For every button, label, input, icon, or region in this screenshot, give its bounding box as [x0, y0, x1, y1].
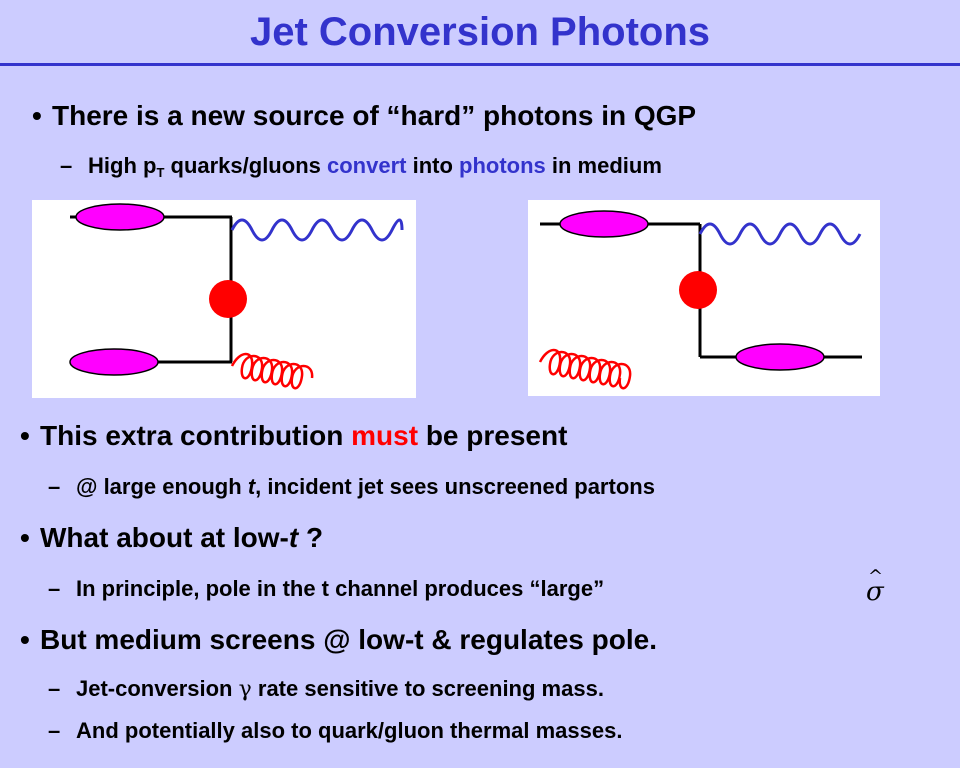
dash-marker: –	[48, 676, 61, 701]
dash-marker: –	[48, 474, 61, 499]
subbullet-high-pt: –High pT quarks/gluons convert into phot…	[60, 153, 662, 180]
feynman-diagram-2	[528, 200, 880, 396]
bullet-marker: •	[20, 522, 30, 553]
photon-wave	[698, 222, 862, 246]
sigma-hat-symbol: ^ σ	[862, 566, 902, 611]
highlight-must: must	[351, 420, 419, 451]
gluon-spring	[230, 352, 314, 390]
subbullet-thermal-masses: –And potentially also to quark/gluon the…	[48, 718, 623, 743]
subbullet-pole: –In principle, pole in the t channel pro…	[48, 576, 605, 601]
bullet-marker: •	[32, 100, 42, 131]
vertex-dot	[209, 280, 247, 318]
bullet-extra-contribution: •This extra contribution must be present	[20, 420, 568, 451]
bullet-marker: •	[20, 624, 30, 655]
highlight-convert: convert	[326, 153, 407, 178]
blob-top	[75, 203, 165, 231]
dash-marker: –	[48, 718, 61, 743]
blob-bottom	[735, 343, 825, 371]
bullet-low-t: •What about at low-t ?	[20, 522, 324, 553]
photon-wave	[230, 218, 404, 242]
gluon-spring	[538, 348, 632, 390]
bullet-marker: •	[20, 420, 30, 451]
bullet-medium-screens: •But medium screens @ low-t & regulates …	[20, 624, 657, 655]
gamma-symbol: γ	[238, 677, 252, 702]
blob-bottom	[69, 348, 159, 376]
feynman-diagram-1	[32, 200, 416, 398]
blob-top	[559, 210, 649, 238]
hat-mark: ^	[868, 566, 883, 587]
bullet-hard-photons: • There is a new source of “hard” photons…	[32, 100, 696, 132]
subbullet-screening-mass: –Jet-conversion γ rate sensitive to scre…	[48, 676, 604, 702]
title-underline	[0, 63, 960, 66]
bullet-text: There is a new source of “hard” photons …	[52, 100, 697, 131]
dash-marker: –	[48, 576, 61, 601]
dash-marker: –	[60, 153, 73, 178]
diagram-1-svg	[69, 203, 404, 390]
highlight-photons: photons	[459, 153, 546, 178]
sigma-mark: σ	[866, 577, 885, 606]
vertex-dot	[679, 271, 717, 309]
page-title: Jet Conversion Photons	[249, 10, 711, 54]
subbullet-large-t: –@ large enough t, incident jet sees uns…	[48, 474, 655, 499]
diagram-2-svg	[538, 210, 862, 390]
